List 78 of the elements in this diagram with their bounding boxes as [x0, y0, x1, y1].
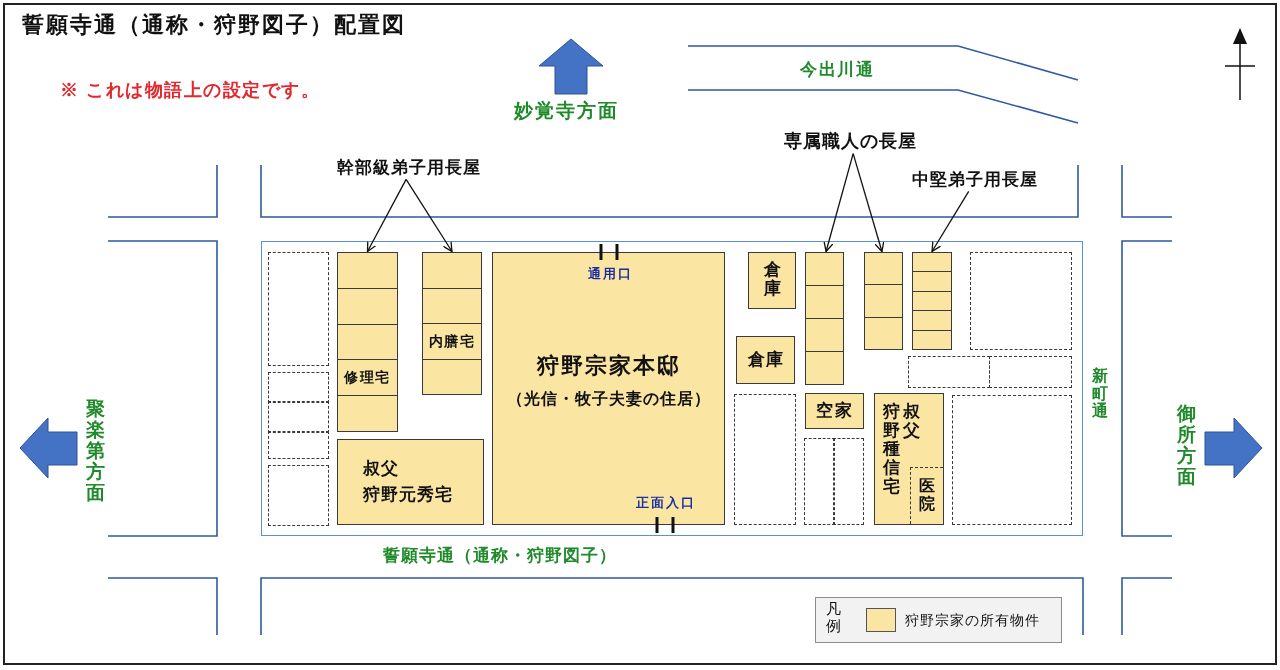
leader-arrow	[852, 152, 885, 253]
city-block	[261, 241, 1083, 536]
dashed-lot-outline	[908, 356, 990, 388]
dashed-lot-outline	[268, 401, 329, 433]
legend-label: 狩野宗家の所有物件	[905, 611, 1040, 629]
row-house-unit	[913, 271, 951, 291]
row-house-unit	[913, 253, 951, 272]
row-house-unit	[338, 323, 397, 360]
dashed-lot-outline	[970, 252, 1072, 350]
building-plot	[492, 252, 725, 525]
plot-label: 修理宅	[344, 369, 391, 387]
row-house-unit	[806, 285, 843, 318]
row-house-unit	[338, 359, 397, 396]
street-name: 今出川通	[800, 60, 874, 81]
dashed-lot-outline	[989, 356, 1072, 388]
dashed-lot-outline	[910, 467, 943, 524]
plot-label: 狩野元秀宅	[363, 485, 453, 506]
building-plot	[805, 393, 864, 429]
row-house-unit	[865, 284, 902, 317]
row-house-unit	[338, 287, 397, 324]
dashed-lot-outline	[268, 465, 329, 526]
callout-label: 専属職人の長屋	[784, 131, 917, 153]
row-house	[337, 252, 398, 432]
leader-arrow	[366, 178, 407, 253]
row-house-unit	[913, 310, 951, 330]
building-plot	[736, 336, 795, 384]
street-name: 新町通	[1092, 367, 1108, 420]
dashed-lot-outline	[952, 395, 1072, 525]
direction-label: 妙覚寺方面	[514, 100, 619, 123]
plot-label: 狩野種信宅	[883, 403, 900, 497]
row-house-unit	[806, 253, 843, 285]
leader-arrow	[931, 190, 970, 253]
building-plot	[748, 252, 796, 309]
legend-title: 凡例	[826, 601, 841, 634]
street-name: 誓願寺通（通称・狩野図子）	[383, 546, 617, 567]
row-house	[422, 252, 482, 395]
row-house-unit	[423, 253, 481, 288]
row-house-unit	[806, 351, 843, 384]
row-house	[864, 252, 903, 350]
row-house-unit	[423, 323, 481, 359]
row-house-unit	[913, 329, 951, 350]
plot-label: 医院	[919, 477, 935, 513]
dashed-lot-outline	[833, 438, 864, 525]
leader-arrow	[405, 178, 453, 253]
note-text: ※ これは物語上の設定です。	[60, 80, 320, 102]
plot-label: 叔父	[903, 403, 920, 441]
dashed-lot-outline	[734, 394, 796, 525]
row-house-unit	[338, 395, 397, 431]
row-house-unit	[865, 316, 902, 349]
building-plot	[874, 393, 944, 525]
plot-label: 倉庫	[763, 261, 781, 299]
gate-label: 通用口	[588, 266, 633, 282]
direction-label: 御所方面	[1177, 404, 1196, 488]
row-house-unit	[865, 253, 902, 285]
plot-label: 倉庫	[747, 349, 784, 371]
plot-label: 空家	[815, 400, 854, 422]
gate-label: 正面入口	[636, 495, 696, 511]
plot-label: 叔父	[363, 458, 399, 479]
diagram-title: 誓願寺通（通称・狩野図子）配置図	[22, 12, 406, 39]
row-house-unit	[423, 287, 481, 323]
row-house	[805, 252, 844, 385]
building-plot	[337, 439, 484, 525]
dashed-lot-outline	[804, 438, 835, 525]
dashed-lot-outline	[268, 431, 329, 459]
dashed-lot-outline	[268, 252, 329, 366]
row-house-unit	[806, 318, 843, 351]
row-house-unit	[423, 358, 481, 394]
dashed-lot-outline	[268, 372, 329, 403]
callout-label: 幹部級弟子用長屋	[337, 158, 481, 179]
direction-label: 聚楽第方面	[86, 399, 105, 504]
row-house-unit	[338, 253, 397, 288]
leader-arrow	[823, 152, 854, 253]
plot-label: 狩野宗家本邸	[536, 353, 681, 380]
callout-label: 中堅弟子用長屋	[912, 170, 1038, 191]
row-house-unit	[913, 290, 951, 311]
plot-label: （光信・牧子夫妻の住居）	[506, 388, 711, 408]
plot-label: 内膳宅	[428, 332, 476, 350]
row-house	[912, 252, 952, 350]
